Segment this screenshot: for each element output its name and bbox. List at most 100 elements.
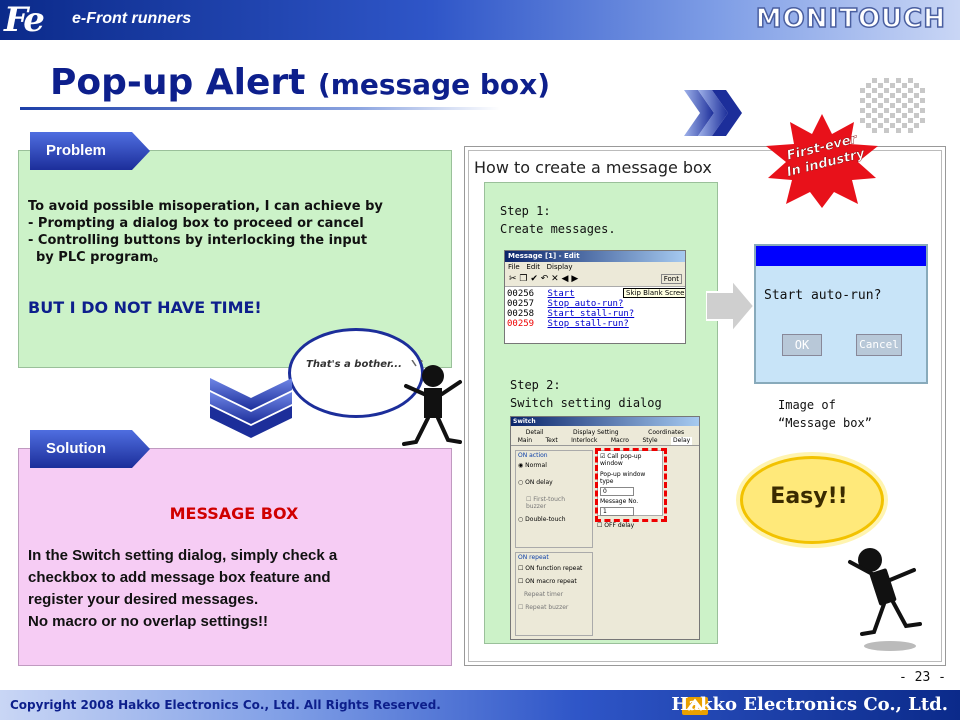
decorative-dot <box>896 118 901 123</box>
decorative-dot <box>872 88 877 93</box>
page-title: Pop-up Alert (message box) <box>50 62 550 103</box>
decorative-dot <box>866 93 871 98</box>
popup-type-field[interactable]: 0 <box>600 487 634 496</box>
problem-tag: Problem <box>30 132 150 170</box>
cancel-button[interactable]: Cancel <box>856 334 902 356</box>
tab-display-setting[interactable]: Display Setting <box>573 429 619 436</box>
decorative-dot <box>884 98 889 103</box>
message-row[interactable]: 00256 Start <box>507 289 575 299</box>
ok-button[interactable]: OK <box>782 334 822 356</box>
option-on-delay[interactable]: ○ ON delay <box>518 479 553 486</box>
step2-title: Step 2: <box>510 378 561 392</box>
solution-line: checkbox to add message box feature and <box>28 569 331 586</box>
decorative-dot <box>884 118 889 123</box>
option-first-touch[interactable]: ☐ First-touch buzzer <box>526 496 566 510</box>
company-name: Hakko Electronics Co., Ltd. <box>671 694 948 715</box>
solution-panel <box>18 448 452 666</box>
option-double-touch[interactable]: ○ Double-touch <box>518 516 566 523</box>
font-button[interactable]: Font <box>660 274 682 284</box>
tab-row-2: Main Text Interlock Macro Style Delay <box>511 437 699 446</box>
tab-style[interactable]: Style <box>642 437 658 444</box>
editor-titlebar: Message [1] - Edit <box>505 251 685 262</box>
right-arrow-icon <box>706 280 754 332</box>
decorative-dot <box>860 108 865 113</box>
problem-line: - Controlling buttons by interlocking th… <box>28 233 368 248</box>
page-number: - 23 - <box>899 670 946 685</box>
decorative-dot <box>908 78 913 83</box>
message-box-titlebar <box>756 246 926 266</box>
message-box-preview: Start auto-run? OK Cancel <box>754 244 928 384</box>
decorative-dot <box>872 118 877 123</box>
problem-line: by PLC program。 <box>36 250 166 265</box>
tab-coordinates[interactable]: Coordinates <box>648 429 685 436</box>
tab-macro[interactable]: Macro <box>610 437 629 444</box>
problem-line: - Prompting a dialog box to proceed or c… <box>28 216 364 231</box>
message-box-text: Start auto-run? <box>764 288 882 303</box>
message-no-label: Message No. <box>600 498 639 505</box>
editor-toolbar: ✂ ❐ ✔ ↶ ✕ ◀ ▶ Font <box>505 272 685 287</box>
solution-tag: Solution <box>30 430 150 468</box>
decorative-dot <box>884 108 889 113</box>
decorative-dot <box>884 128 889 133</box>
option-normal[interactable]: ◉ Normal <box>518 462 547 469</box>
message-row[interactable]: 00258 Start stall-run? <box>507 309 635 319</box>
tab-detail[interactable]: Detail <box>525 429 544 436</box>
decorative-dot <box>896 88 901 93</box>
message-row[interactable]: 00259 Stop stall-run? <box>507 319 629 329</box>
decorative-dot <box>890 113 895 118</box>
decorative-dot <box>878 93 883 98</box>
decorative-dot <box>920 118 925 123</box>
switch-dialog-body: ON action ◉ Normal ○ ON delay ☐ First-to… <box>511 446 699 636</box>
happy-figure-icon <box>848 548 922 651</box>
decorative-dot <box>902 93 907 98</box>
decorative-dot <box>920 88 925 93</box>
step1-title: Step 1: <box>500 204 551 218</box>
call-popup-checkbox[interactable]: ☑ Call pop-up window <box>600 453 642 467</box>
down-arrows-icon <box>210 378 292 438</box>
speech-bubble <box>288 328 424 418</box>
menu-edit[interactable]: Edit <box>526 263 540 271</box>
popup-type-label: Pop-up window type <box>600 471 646 485</box>
on-action-group: ON action ◉ Normal ○ ON delay ☐ First-to… <box>515 450 593 548</box>
title-underline <box>20 107 500 110</box>
tab-text[interactable]: Text <box>545 437 558 444</box>
tagline: e-Front runners <box>72 10 192 27</box>
on-function-repeat[interactable]: ☐ ON function repeat <box>518 565 583 572</box>
caption-line: Image of <box>778 398 836 412</box>
message-editor-window: Message [1] - Edit File Edit Display ✂ ❐… <box>504 250 686 344</box>
editor-menubar: File Edit Display <box>505 262 685 272</box>
tab-delay[interactable]: Delay <box>671 437 693 445</box>
decorative-dot <box>914 93 919 98</box>
decorative-dot <box>866 123 871 128</box>
decorative-dot <box>860 118 865 123</box>
decorative-dot <box>860 98 865 103</box>
toolbar-icons-icon[interactable]: ✂ ❐ ✔ ↶ ✕ ◀ ▶ <box>509 274 579 284</box>
problem-line: To avoid possible misoperation, I can ac… <box>28 199 383 214</box>
tab-main[interactable]: Main <box>517 437 533 444</box>
popup-group: ☑ Call pop-up window Pop-up window type … <box>597 450 663 516</box>
image-caption: Image of “Message box” <box>778 396 872 432</box>
menu-display[interactable]: Display <box>546 263 573 271</box>
tab-interlock[interactable]: Interlock <box>571 437 598 444</box>
decorative-dot <box>908 108 913 113</box>
decorative-dot <box>866 103 871 108</box>
decorative-dot <box>914 123 919 128</box>
step2-desc: Switch setting dialog <box>510 396 662 410</box>
fe-logo: Fe <box>4 0 45 40</box>
repeat-buzzer[interactable]: ☐ Repeat buzzer <box>518 604 569 611</box>
decorative-dot <box>920 98 925 103</box>
caption-line: “Message box” <box>778 416 872 430</box>
menu-file[interactable]: File <box>508 263 520 271</box>
message-row[interactable]: 00257 Stop auto-run? <box>507 299 624 309</box>
decorative-dot <box>908 98 913 103</box>
decorative-dot <box>902 103 907 108</box>
decorative-dot <box>872 78 877 83</box>
on-macro-repeat[interactable]: ☐ ON macro repeat <box>518 578 577 585</box>
decorative-dot <box>890 83 895 88</box>
footer-bar <box>0 690 960 720</box>
off-delay-checkbox[interactable]: ☐ OFF delay <box>597 522 635 529</box>
chevron-arrows-icon <box>684 90 742 136</box>
speech-text: That's a bother... <box>306 359 402 370</box>
solution-line: No macro or no overlap settings!! <box>28 613 269 630</box>
message-no-field[interactable]: 1 <box>600 507 634 516</box>
